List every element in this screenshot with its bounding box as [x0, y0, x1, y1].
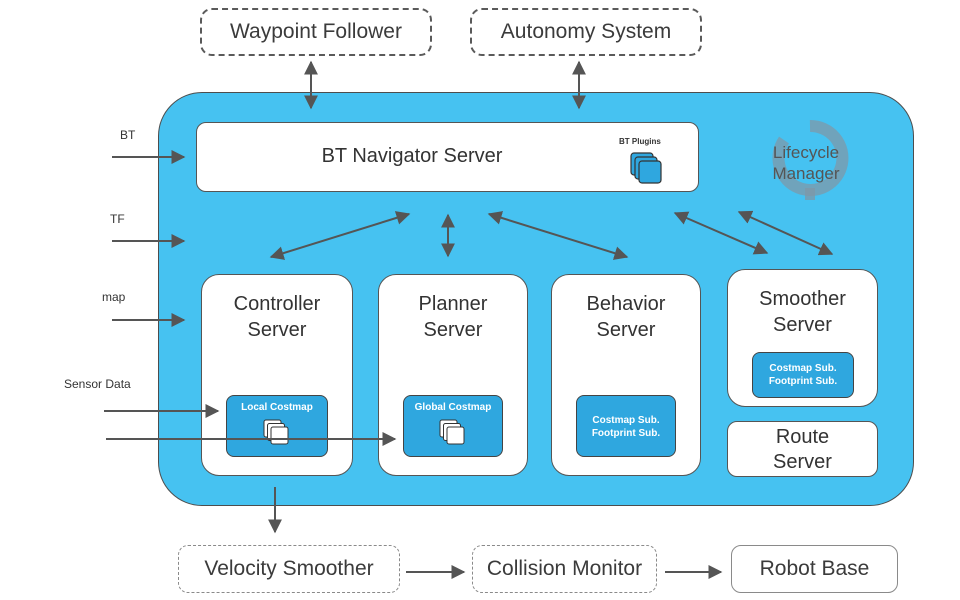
autonomy-system-box: Autonomy System	[470, 8, 702, 56]
controller-server-title: Controller Server	[202, 291, 352, 343]
local-costmap: Local Costmap	[226, 395, 328, 457]
controller-server: Controller Server Local Costmap	[201, 274, 353, 476]
velocity-smoother-label: Velocity Smoother	[204, 557, 374, 580]
robot-base-box: Robot Base	[731, 545, 898, 593]
input-sensor-data-label: Sensor Data	[64, 377, 131, 391]
local-costmap-label: Local Costmap	[241, 402, 313, 413]
bt-plugins-label: BT Plugins	[619, 137, 661, 146]
behavior-server-title: Behavior Server	[552, 291, 700, 343]
lifecycle-manager-label: Lifecycle Manager	[766, 142, 846, 184]
route-line1: Route	[775, 426, 830, 448]
planner-line1: Planner	[418, 293, 488, 315]
smoother-server-title: Smoother Server	[728, 286, 877, 338]
bt-plugins-icon	[630, 152, 662, 184]
behavior-footprint-sub: Footprint Sub.	[591, 428, 661, 439]
behavior-line2: Server	[596, 319, 656, 341]
collision-monitor-box: Collision Monitor	[472, 545, 657, 593]
planner-line2: Server	[423, 319, 483, 341]
bt-navigator-server: BT Navigator Server BT Plugins	[196, 122, 699, 192]
behavior-subscriptions: Costmap Sub. Footprint Sub.	[576, 395, 676, 457]
lifecycle-line2: Manager	[772, 164, 840, 183]
smoother-server: Smoother Server Costmap Sub. Footprint S…	[727, 269, 878, 407]
smoother-costmap-sub: Costmap Sub.	[769, 363, 837, 374]
waypoint-follower-box: Waypoint Follower	[200, 8, 432, 56]
planner-server: Planner Server Global Costmap	[378, 274, 528, 476]
autonomy-system-label: Autonomy System	[500, 20, 672, 43]
controller-line1: Controller	[233, 293, 321, 315]
global-costmap-label: Global Costmap	[414, 402, 492, 413]
lifecycle-manager-icon	[772, 119, 849, 200]
input-tf-label: TF	[110, 212, 125, 226]
behavior-line1: Behavior	[586, 293, 666, 315]
local-costmap-layers-icon	[263, 419, 289, 445]
collision-monitor-label: Collision Monitor	[486, 557, 643, 580]
global-costmap-layers-icon	[439, 419, 465, 445]
bt-navigator-title: BT Navigator Server	[321, 145, 503, 167]
planner-server-title: Planner Server	[379, 291, 527, 343]
behavior-server: Behavior Server Costmap Sub. Footprint S…	[551, 274, 701, 476]
global-costmap: Global Costmap	[403, 395, 503, 457]
smoother-footprint-sub: Footprint Sub.	[768, 376, 838, 387]
route-server-title: Route Server	[728, 425, 877, 475]
smoother-subscriptions: Costmap Sub. Footprint Sub.	[752, 352, 854, 398]
smoother-line1: Smoother	[759, 288, 846, 310]
lifecycle-line1: Lifecycle	[772, 143, 840, 162]
smoother-line2: Server	[773, 314, 832, 336]
behavior-costmap-sub: Costmap Sub.	[592, 415, 660, 426]
waypoint-follower-label: Waypoint Follower	[230, 20, 402, 43]
robot-base-label: Robot Base	[759, 557, 870, 580]
input-map-label: map	[102, 290, 126, 304]
controller-line2: Server	[247, 319, 307, 341]
route-line2: Server	[773, 451, 832, 473]
route-server: Route Server	[727, 421, 878, 477]
input-bt-label: BT	[120, 128, 136, 142]
velocity-smoother-box: Velocity Smoother	[178, 545, 400, 593]
